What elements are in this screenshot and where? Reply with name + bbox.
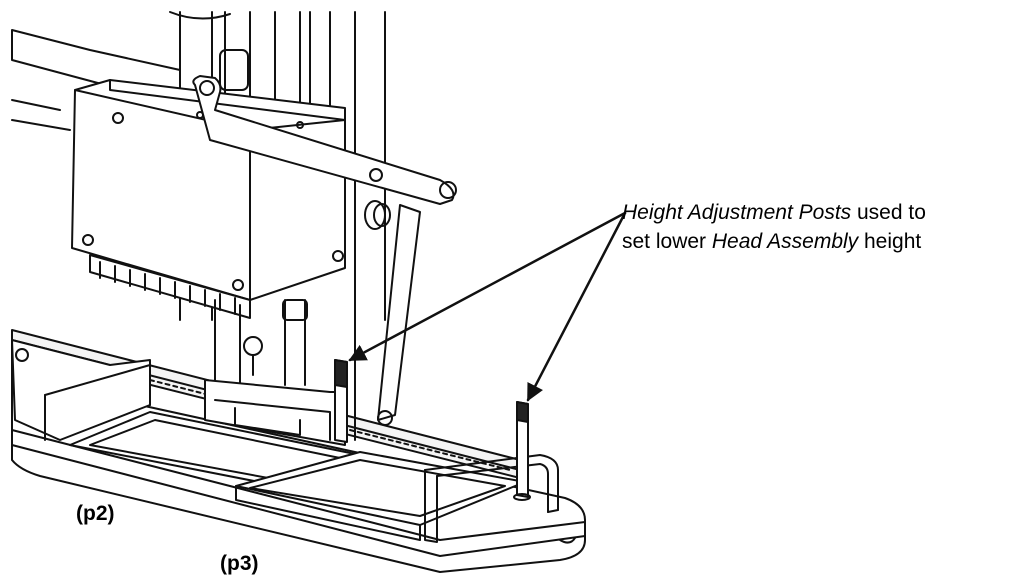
position-label-p2: (p2) [76,502,115,525]
left-slide-block [11,339,151,441]
position-label-p3: (p3) [220,552,259,575]
height-posts-callout: Height Adjustment Posts used to set lowe… [622,198,1022,256]
callout-line-1-rest: used to [851,201,926,224]
pivot-lever [192,75,457,205]
callout-line-1: Height Adjustment Posts used to [622,198,1022,227]
callout-arrows [348,211,627,402]
support-link [377,204,421,426]
tip-comb [89,254,251,319]
arrow-to-center-post [348,211,627,362]
tray-handle [424,454,559,543]
arrow-to-right-post [526,211,627,402]
callout-line-2: set lower Head Assembly height [622,227,1022,256]
side-knob [364,200,391,230]
callout-line-2-pre: set lower [622,230,712,253]
right-height-post [513,401,531,501]
callout-line-2-post: height [858,230,922,253]
callout-term-head: Head Assembly [711,230,859,253]
center-height-post [334,359,348,443]
callout-term-posts: Height Adjustment Posts [622,201,852,224]
head-slide-block [204,299,346,446]
